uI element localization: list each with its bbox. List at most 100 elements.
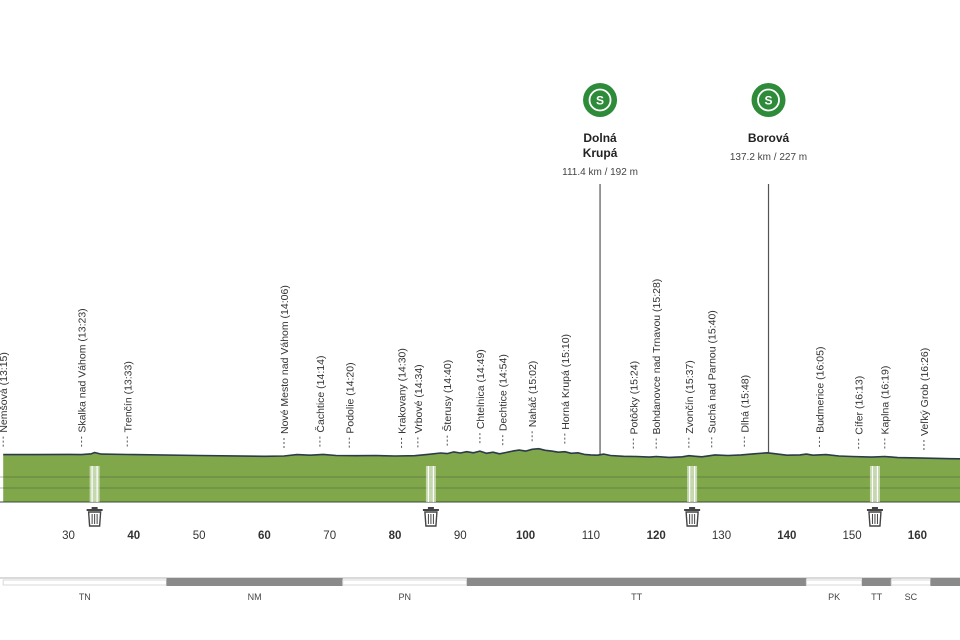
sprint-icon-ring [757,88,780,112]
waypoint-label: Chtelnica (14:49) [475,349,487,429]
feed-zone-band [89,466,100,502]
axis-tick-label: 160 [908,530,927,542]
waypoint-label: Budmerice (16:05) [814,347,826,433]
axis-tick-label: 50 [193,530,206,542]
feed-zones [86,466,883,527]
region-segment: NM [166,578,343,602]
waypoint-label: Šterusy (14:40) [441,360,454,432]
feed-zone [866,466,883,527]
axis-tick-label: 60 [258,530,271,542]
trash-bin-body [685,511,699,527]
waypoint: Chtelnica (14:49) [475,349,487,446]
waypoint-label: Skalka nad Váhom (13:23) [77,308,89,432]
waypoint: Podolie (14:20) [344,362,356,450]
waypoint: Naháč (15:02) [527,361,539,444]
region-fill [805,579,863,586]
feed-zone [422,466,439,527]
sprint-name: Borová [748,131,790,145]
waypoint-label: Vrbové (14:34) [413,364,425,433]
waypoint: Čachtice (14:14) [314,356,327,449]
axis-tick-label: 110 [582,530,600,542]
sprint-name-line2: Krupá [583,146,618,160]
trash-bin-handle [871,507,878,509]
axis-tick-label: 90 [454,530,467,542]
trash-bin-lid [86,509,103,511]
waypoint-label: Suchá nad Parnou (15:40) [707,310,719,433]
region-fill [890,579,931,586]
waypoint-label: Nemšová (13:15) [0,352,10,433]
region-segment: TT [466,578,807,602]
region-label: TN [79,592,91,602]
region-fill [166,578,343,586]
waypoint: Horná Krupá (15:10) [560,334,572,446]
waypoint-label: Zvončín (15:37) [684,360,696,434]
region-label: NM [248,592,262,602]
waypoint: Šterusy (14:40) [441,360,454,448]
waypoint: Vrbové (14:34) [413,364,425,450]
axis-tick-label: 30 [62,530,75,542]
region-fill [930,578,960,586]
trash-bin-body [424,511,438,527]
sprint-detail: 111.4 km / 192 m [562,167,638,178]
waypoint: Bohdanovce nad Trnavou (15:28) [651,279,663,451]
trash-bin-body [868,511,882,527]
region-segment: PK [805,579,863,602]
waypoint: Nemšová (13:15) [0,352,10,449]
waypoint-label: Bohdanovce nad Trnavou (15:28) [651,279,663,435]
waypoint: Cífer (16:13) [854,376,866,451]
trash-bin-icon [422,507,439,527]
profile-line [3,447,960,460]
region-label: SC [905,592,918,602]
sprint-icon [583,83,618,117]
sprint-name: Dolná [583,131,617,145]
axis-tick-label: 140 [777,530,796,542]
sprint-detail: 137.2 km / 227 m [730,152,807,163]
waypoint: Budmerice (16:05) [814,347,826,449]
trash-bin-lid [422,509,439,511]
trash-bin-handle [427,507,434,509]
axis-tick-label: 40 [127,530,140,542]
feed-zone-band [687,466,698,502]
trash-bin-lid [684,509,701,511]
region-label: TT [631,592,642,602]
waypoint-label: Čachtice (14:14) [314,356,327,433]
axis-tick-label: 150 [843,530,862,542]
region-fill [861,578,892,586]
profile-area [3,448,960,502]
axis-tick-label: 100 [516,530,535,542]
waypoint-label: Kaplna (16:19) [880,366,892,435]
trash-bin-lid [866,509,883,511]
waypoint: Veľký Grob (16:26) [919,348,931,453]
waypoint-label: Horná Krupá (15:10) [560,334,572,430]
distance-axis: 30405060708090100110120130140150160170 [62,530,927,542]
feed-zone-band [869,466,880,502]
region-label: PN [399,592,412,602]
waypoint: Trenčín (13:33) [122,361,134,449]
trash-bin-handle [91,507,98,509]
waypoint-label: Cífer (16:13) [854,376,866,435]
region-segment [930,578,960,586]
waypoint-label: Podolie (14:20) [344,362,356,433]
waypoint: Zvončín (15:37) [684,360,696,450]
region-segment: TT [861,578,892,602]
elevation-profile [0,447,960,503]
waypoint: Skalka nad Váhom (13:23) [77,308,89,449]
axis-tick-label: 130 [712,530,731,542]
waypoint-labels: Nemšová (13:15) Skalka nad Váhom (13:23) T… [0,279,931,453]
region-fill [2,579,167,586]
waypoint: Kaplna (16:19) [880,366,892,451]
trash-bin-icon [866,507,883,527]
waypoint-label: Dechtice (14:54) [498,354,510,431]
axis-tick-label: 120 [647,530,666,542]
waypoint: Nové Mesto nad Váhom (14:06) [279,285,291,450]
region-segment: SC [890,579,931,602]
waypoint-label: Veľký Grob (16:26) [919,348,931,436]
region-fill [342,579,468,586]
waypoint: Potôčky (15:24) [628,361,640,451]
waypoint: Krakovany (14:30) [397,348,409,450]
trash-bin-body [87,511,102,527]
region-fill [466,578,807,586]
